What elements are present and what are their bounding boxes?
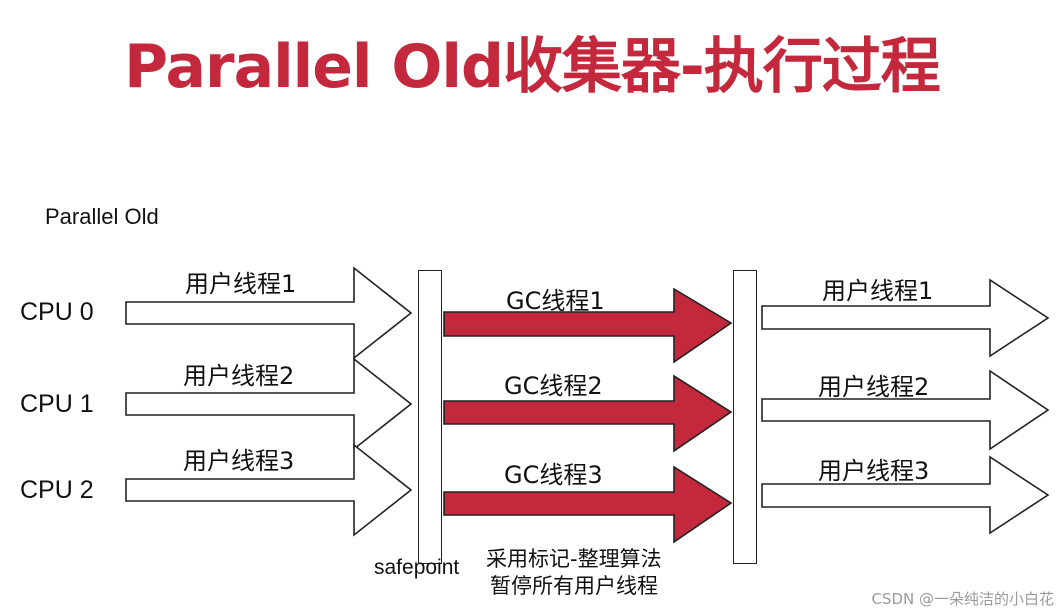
page-title: Parallel Old收集器-执行过程 — [124, 32, 941, 102]
safepoint-label: safepoint — [374, 556, 460, 579]
user-thread-label-after-2: 用户线程2 — [818, 373, 930, 401]
user-thread-label-after-3: 用户线程3 — [818, 457, 930, 485]
user-thread-arrow-after-1 — [761, 278, 1050, 358]
gc-thread-arrow-1 — [443, 287, 733, 364]
cpu-label-1: CPU 1 — [20, 390, 94, 418]
user-thread-label-before-2: 用户线程2 — [183, 362, 295, 390]
gc-thread-label-3: GC线程3 — [504, 461, 603, 489]
user-thread-arrow-before-1 — [125, 266, 413, 360]
user-thread-arrow-after-2 — [761, 369, 1050, 451]
cpu-label-2: CPU 2 — [20, 476, 94, 504]
resume-barrier — [733, 270, 757, 564]
user-thread-arrow-before-3 — [125, 443, 413, 537]
algorithm-note: 采用标记-整理算法 — [486, 547, 662, 571]
gc-thread-arrow-3 — [443, 465, 733, 544]
watermark: CSDN @一朵纯洁的小白花 — [871, 590, 1054, 608]
gc-thread-label-2: GC线程2 — [504, 372, 603, 400]
user-thread-label-after-1: 用户线程1 — [822, 277, 934, 305]
gc-thread-label-1: GC线程1 — [506, 287, 605, 315]
user-thread-label-before-1: 用户线程1 — [185, 270, 297, 298]
gc-thread-arrow-2 — [443, 374, 733, 453]
pause-note: 暂停所有用户线程 — [490, 574, 658, 598]
user-thread-label-before-3: 用户线程3 — [183, 447, 295, 475]
safepoint-barrier — [418, 270, 442, 564]
user-thread-arrow-after-3 — [761, 455, 1050, 535]
collector-label: Parallel Old — [45, 204, 159, 229]
user-thread-arrow-before-2 — [125, 357, 413, 451]
cpu-label-0: CPU 0 — [20, 298, 94, 326]
